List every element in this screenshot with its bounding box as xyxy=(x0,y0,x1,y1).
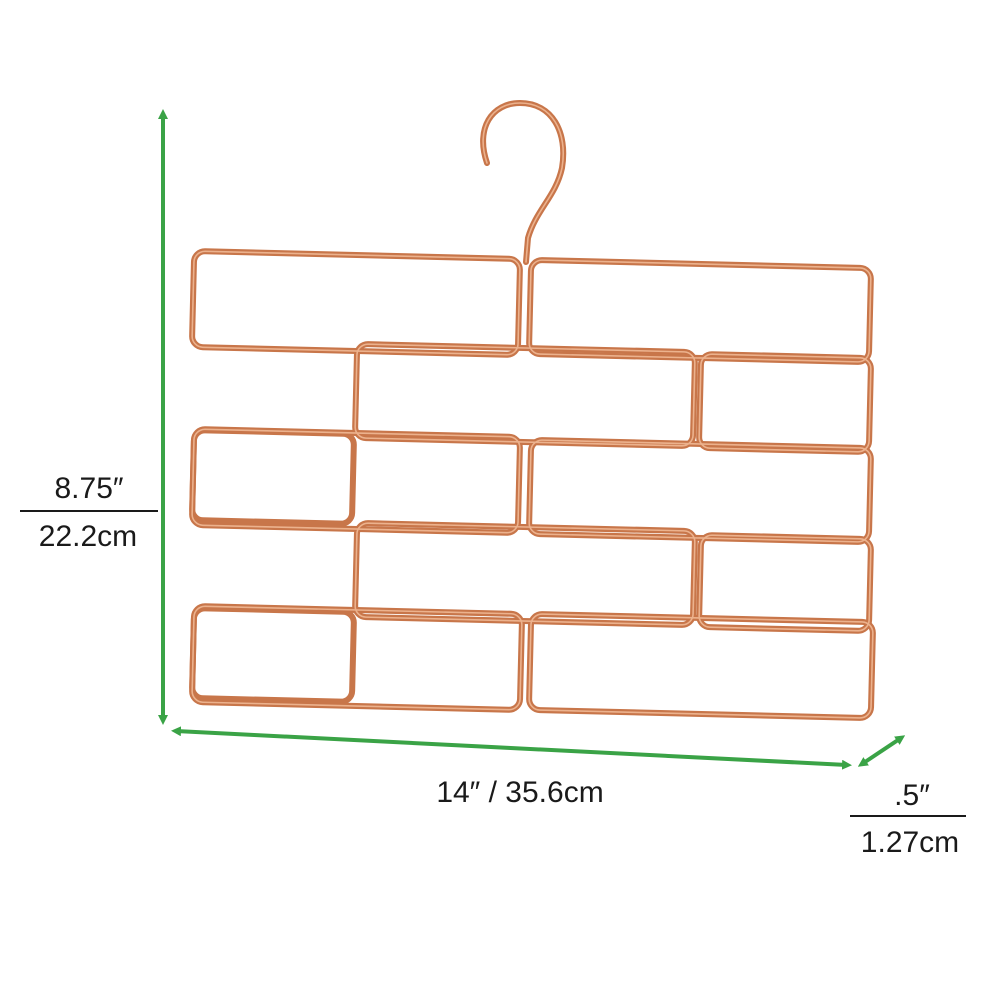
depth-inches-label: .5″ xyxy=(894,779,930,812)
height-fraction-divider xyxy=(20,510,158,512)
double-arrow-depth-icon xyxy=(857,735,906,767)
depth-fraction-divider xyxy=(850,815,966,817)
scarf-hanger-icon xyxy=(189,100,876,721)
double-arrow-horizontal-icon xyxy=(171,726,852,770)
height-inches-label: 8.75″ xyxy=(54,472,124,505)
width-label: 14″ / 35.6cm xyxy=(436,776,604,809)
height-cm-label: 22.2cm xyxy=(38,520,138,553)
depth-cm-label: 1.27cm xyxy=(860,826,960,859)
